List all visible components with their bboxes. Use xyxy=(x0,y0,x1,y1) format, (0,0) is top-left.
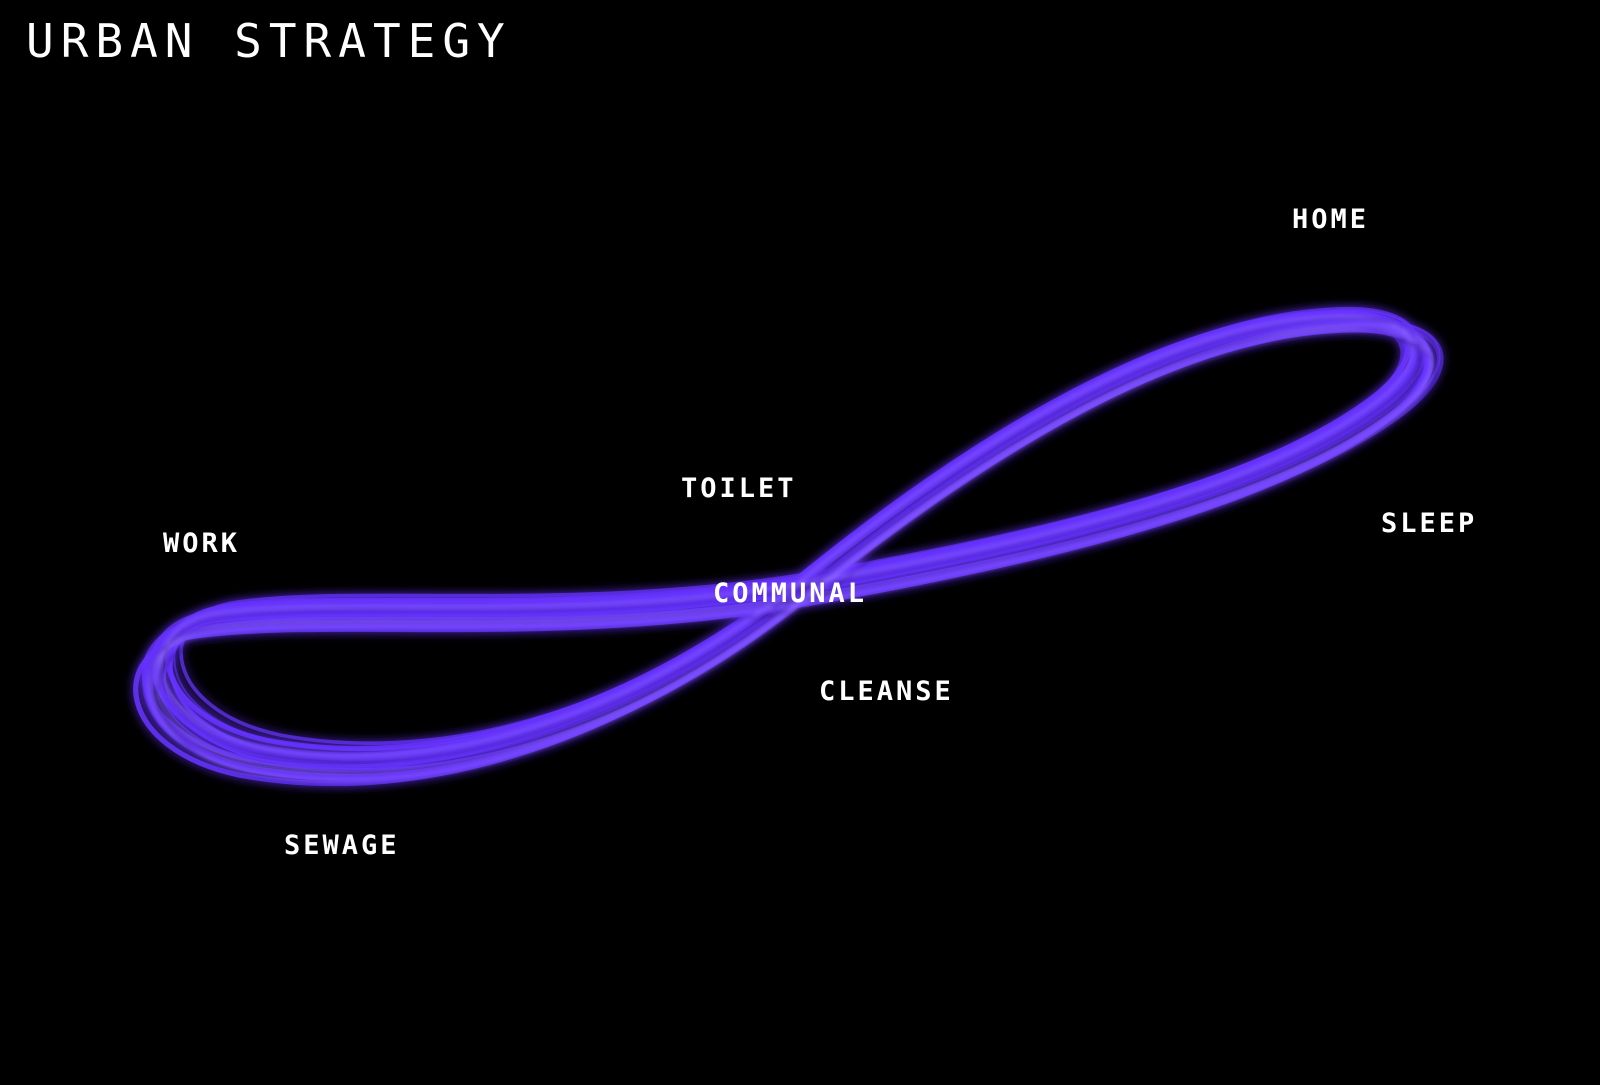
loop-strand xyxy=(156,317,1430,768)
loop-gap xyxy=(149,327,1421,775)
loop-strand xyxy=(146,324,1431,781)
loop-highlight xyxy=(147,328,1432,781)
loop-highlight xyxy=(160,314,1414,757)
loop-gap xyxy=(161,317,1423,762)
loop-strand xyxy=(133,327,1429,787)
loop-strand xyxy=(141,316,1421,770)
loop-strand xyxy=(143,323,1434,780)
label-communal: COMMUNAL xyxy=(713,578,868,609)
label-toilet: TOILET xyxy=(681,473,797,504)
loop-gap xyxy=(156,335,1436,786)
loop-strand xyxy=(150,310,1419,761)
label-sleep: SLEEP xyxy=(1381,508,1478,539)
loop-strand xyxy=(156,314,1408,760)
loop-strand xyxy=(173,314,1407,750)
loop-strand xyxy=(164,323,1432,771)
page-title: URBAN STRATEGY xyxy=(26,14,512,68)
loop-strand xyxy=(165,309,1411,752)
loop-strand xyxy=(179,306,1419,745)
label-home: HOME xyxy=(1292,204,1370,235)
loop-strand xyxy=(152,316,1415,764)
loop-highlight xyxy=(155,323,1433,774)
label-sewage: SEWAGE xyxy=(284,830,400,861)
loop-strand xyxy=(169,309,1420,751)
loop-strand xyxy=(156,319,1441,772)
label-cleanse: CLEANSE xyxy=(819,676,954,707)
loop-strand xyxy=(169,317,1426,762)
loop-strand xyxy=(142,319,1444,781)
label-work: WORK xyxy=(163,528,241,559)
